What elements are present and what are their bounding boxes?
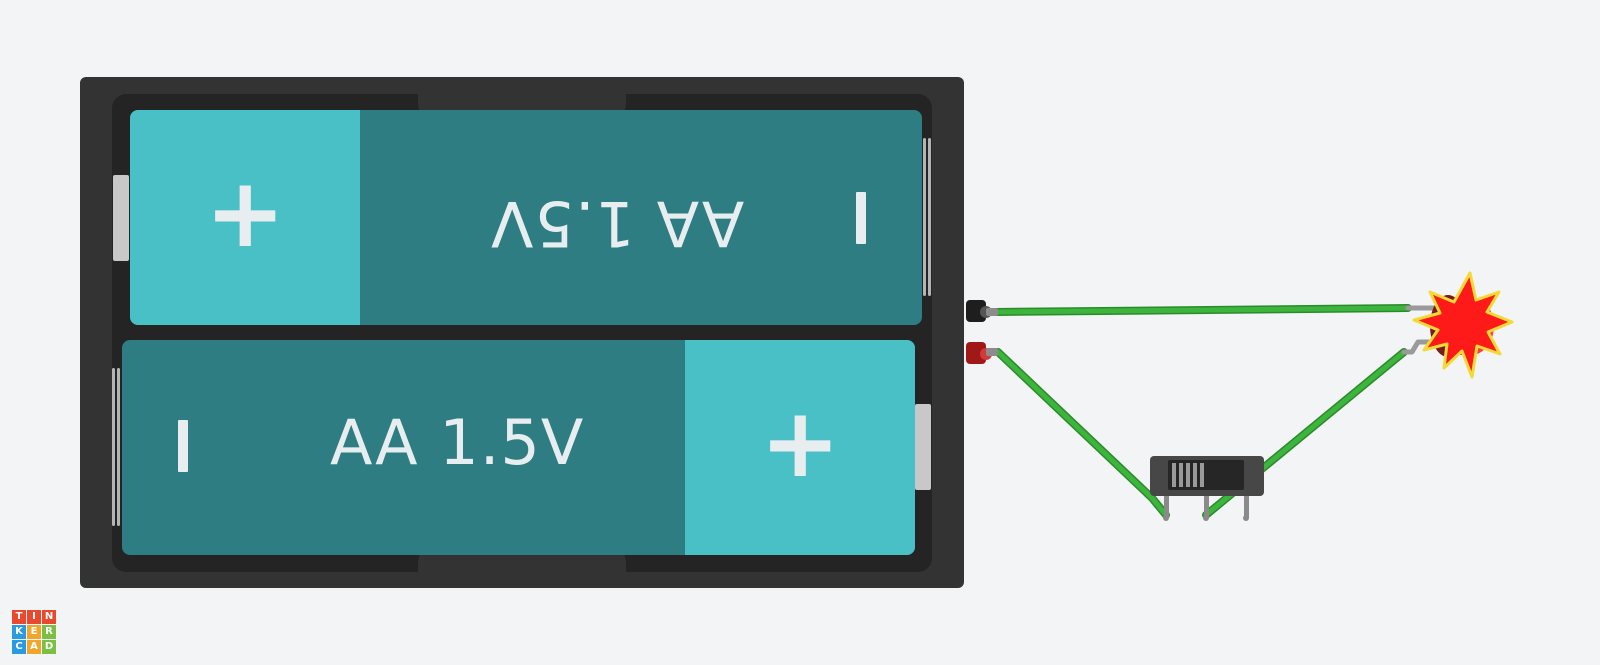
slide-switch[interactable] [1150, 456, 1264, 521]
negative-terminal-lead [986, 308, 998, 316]
logo-letter: K [12, 625, 26, 639]
switch-slider-knob[interactable] [1172, 463, 1204, 487]
bottom-battery-positive-contact [915, 404, 931, 490]
wire-negative-to-led[interactable] [992, 304, 1412, 316]
battery-bottom-minus-sign [178, 420, 188, 472]
led-anode-leg[interactable] [1401, 339, 1439, 355]
logo-letter: A [27, 640, 41, 654]
battery-bottom[interactable]: + AA 1.5V [122, 340, 915, 555]
logo-letter: I [27, 610, 41, 624]
bottom-battery-spring-contact [112, 368, 122, 526]
logo-letter: C [12, 640, 26, 654]
battery-top[interactable]: + AA 1.5V [130, 110, 922, 325]
logo-letter: T [12, 610, 26, 624]
tinkercad-logo: T I N K E R C A D [12, 610, 56, 654]
led-burst-icon [1412, 271, 1514, 379]
switch-pin-3[interactable] [1244, 496, 1249, 518]
top-battery-positive-contact [113, 175, 129, 261]
battery-top-positive-cap [130, 110, 360, 325]
battery-top-plus-sign: + [205, 157, 286, 269]
logo-letter: N [42, 610, 56, 624]
battery-bottom-plus-sign: + [760, 387, 841, 499]
logo-letter: R [42, 625, 56, 639]
wire-positive-to-switch[interactable] [994, 348, 1170, 519]
battery-top-minus-sign [856, 192, 866, 244]
switch-pin-1[interactable] [1164, 496, 1169, 518]
top-battery-spring-contact [923, 138, 933, 296]
battery-bottom-positive-cap [685, 340, 915, 555]
switch-pin-2[interactable] [1204, 496, 1209, 518]
logo-letter: D [42, 640, 56, 654]
battery-positive-terminal[interactable] [966, 342, 986, 364]
battery-negative-terminal[interactable] [966, 300, 986, 322]
positive-terminal-lead [986, 348, 998, 356]
battery-bottom-label: AA 1.5V [330, 406, 585, 479]
logo-letter: E [27, 625, 41, 639]
